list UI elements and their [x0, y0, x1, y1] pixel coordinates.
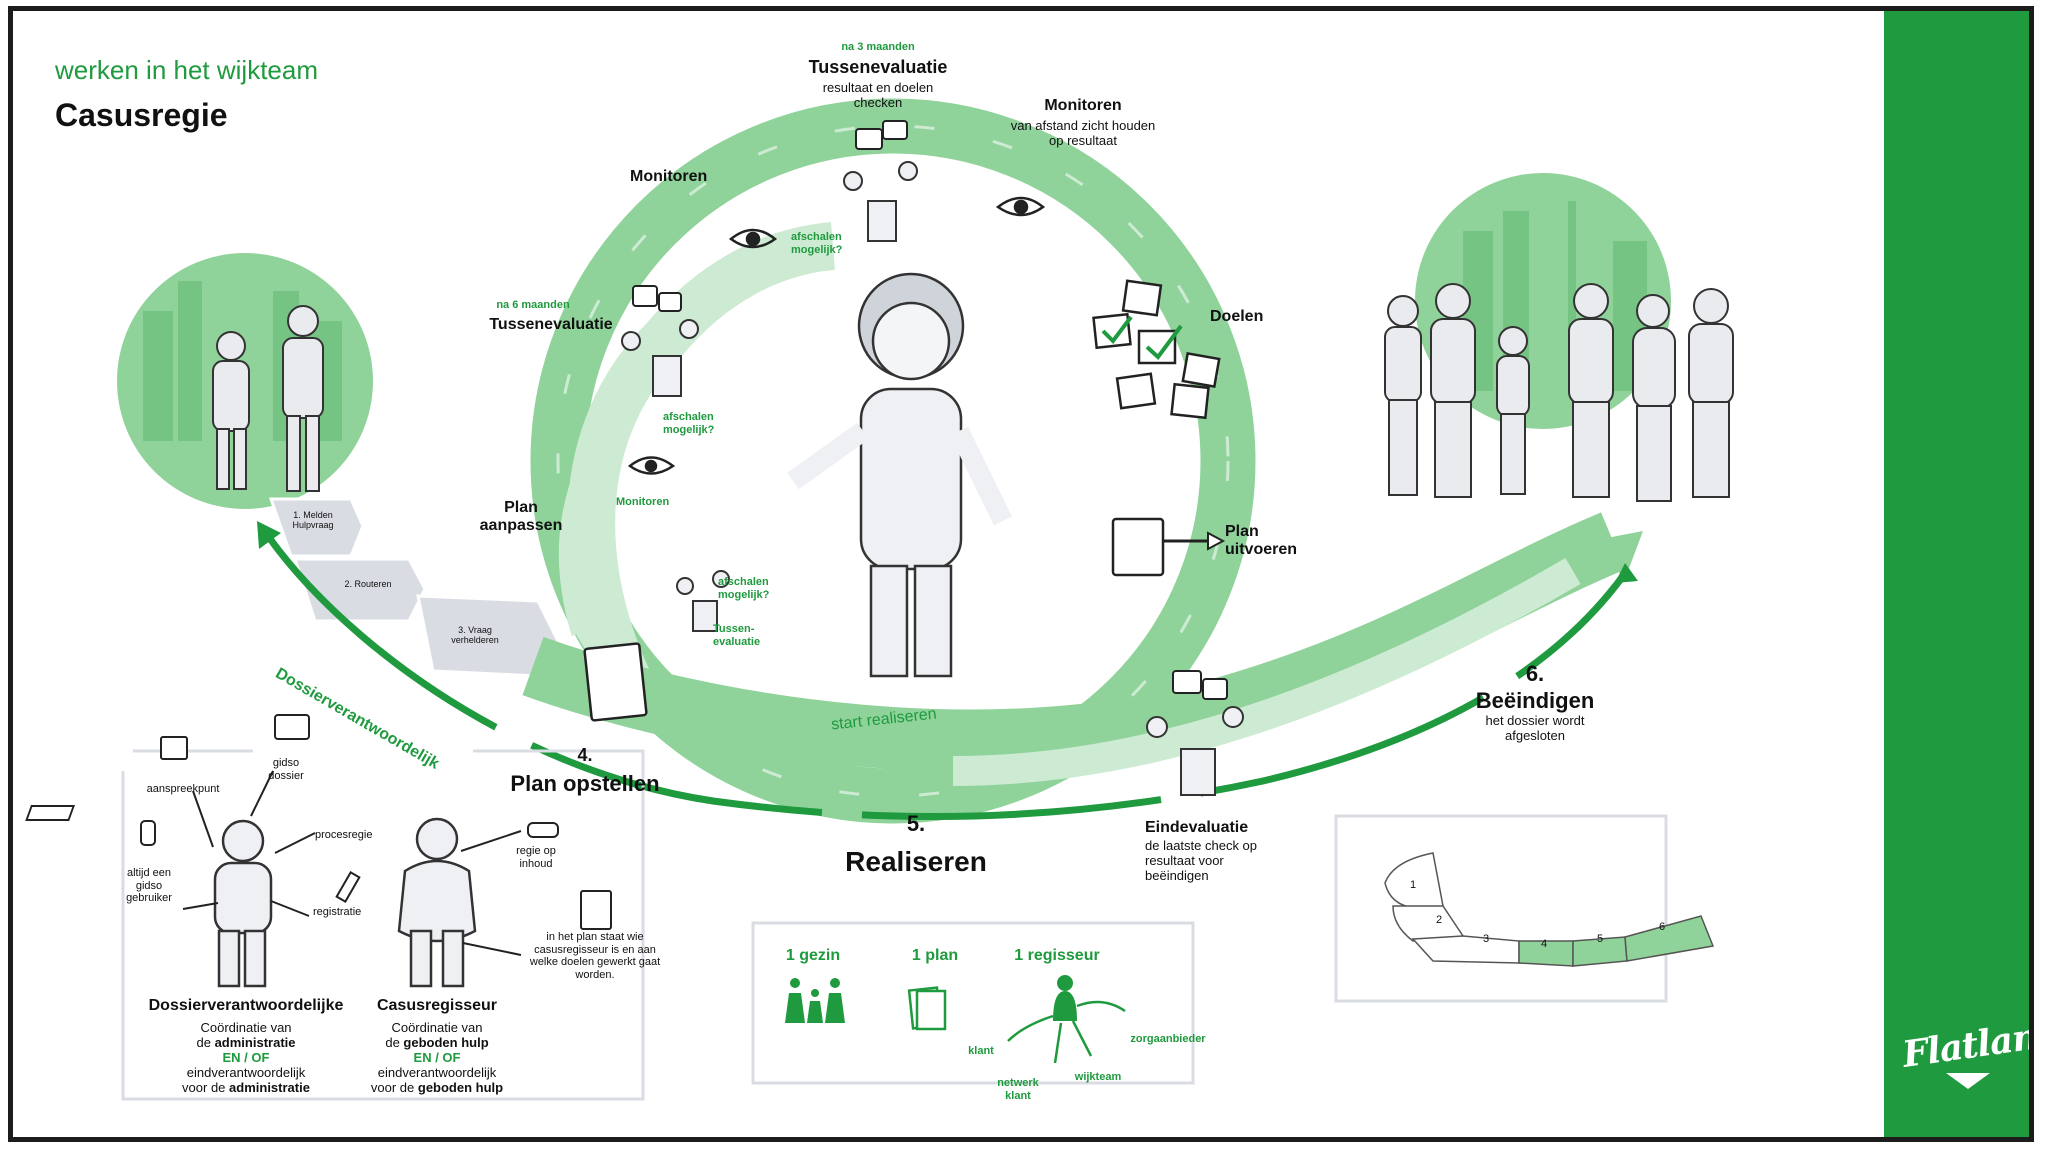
inner-spiral-band — [567, 222, 836, 702]
dv-desc: Coördinatie van de administratie EN / OF… — [182, 1020, 310, 1095]
role-gidso-dossier: gidso dossier — [268, 757, 304, 782]
dossier-timeline-arrow — [265, 533, 1626, 821]
plan-uitvoeren-label: Plan uitvoeren — [1225, 523, 1298, 559]
plan-stack-icon — [907, 986, 947, 1031]
afschalen-label-1: afschalen mogelijk? — [791, 231, 843, 256]
dv-title: Dossierverantwoordelijke — [148, 997, 344, 1014]
phase5-number: 5. — [906, 811, 926, 836]
role-plan-staat: in het plan staat wie casusregisseur is … — [529, 931, 661, 981]
role-people — [213, 817, 477, 988]
phase6-title: Beëindigen — [1475, 688, 1595, 713]
speech-bubble-icons — [632, 120, 1228, 700]
step-2-label: 2. Routeren — [344, 579, 392, 589]
meeting-scene-icons — [621, 161, 1244, 796]
doelen-label: Doelen — [1210, 308, 1264, 325]
ring-texture — [556, 124, 1230, 798]
monitor-right-title: Monitoren — [1044, 97, 1122, 114]
role-aanspreekpunt: aanspreekpunt — [146, 783, 220, 795]
afschalen-label-3: afschalen mogelijk? — [718, 576, 770, 601]
dossier-arrow-head-right — [1615, 563, 1638, 583]
eval3-when: na 3 maanden — [841, 41, 915, 53]
principle-plan: 1 plan — [911, 947, 959, 964]
regisseur-network — [1007, 1000, 1126, 1064]
principle-gezin: 1 gezin — [785, 947, 841, 964]
mini-step-3: 3 — [1483, 933, 1490, 945]
role-registratie: registratie — [313, 906, 362, 918]
goals-checkboxes — [1092, 279, 1221, 420]
plan-aanpassen-arrow-head — [568, 621, 613, 659]
cr-desc: Coördinatie van de geboden hulp EN / OF … — [370, 1020, 504, 1095]
phase4-title: Plan opstellen — [510, 771, 660, 796]
phase6-number: 6. — [1525, 661, 1545, 686]
mini-step-4: 4 — [1541, 938, 1548, 950]
roles-box-outline — [121, 749, 645, 1101]
plan-document-icons — [583, 517, 1165, 722]
eval6-title: Tussenevaluatie — [489, 316, 613, 333]
step-3-label: 3. Vraag verhelderen — [451, 625, 499, 646]
right-group-people — [1384, 283, 1734, 502]
principles-box — [751, 921, 1195, 1085]
role-altijd: altijd een gidso gebruiker — [126, 867, 172, 905]
page-subtitle: werken in het wijkteam — [55, 55, 318, 85]
eval6-when: na 6 maanden — [496, 299, 570, 311]
phase4-number: 4. — [577, 745, 593, 765]
role-arrows — [182, 770, 522, 956]
cr-title: Casusregisseur — [376, 997, 498, 1014]
tussen-inner-label: Tussen- evaluatie — [713, 623, 761, 648]
eval3-title: Tussenevaluatie — [808, 57, 948, 77]
flatland-logo: Flatland — [1899, 1012, 2034, 1076]
green-sidebar: Flatland — [1884, 11, 2029, 1137]
page-title: Casusregie — [55, 97, 228, 133]
goal-check-marks — [1101, 315, 1183, 360]
phase5-title: Realiseren — [845, 846, 987, 877]
eval3-desc: resultaat en doelen checken — [822, 80, 934, 110]
mini-diagram-box — [1334, 814, 1668, 1003]
exit-arrow-head — [1591, 531, 1643, 579]
network-wijkteam: wijkteam — [1074, 1071, 1122, 1083]
infographic-frame: werken in het wijkteam Casusregie na 3 m… — [8, 6, 2034, 1142]
mini-cycle-steps — [1384, 852, 1715, 967]
eye-icons — [627, 196, 1046, 475]
mini-step-6: 6 — [1659, 921, 1666, 933]
role-regie-inhoud: regie op inhoud — [516, 845, 556, 870]
afschalen-label-2: afschalen mogelijk? — [663, 411, 715, 436]
network-klant: klant — [968, 1045, 994, 1057]
diagram-artwork — [25, 98, 1734, 1101]
monitor-inner-label: Monitoren — [616, 496, 670, 508]
network-zorgaanbieder: zorgaanbieder — [1130, 1033, 1206, 1045]
mini-step-5: 5 — [1597, 933, 1604, 945]
phase6-desc: het dossier wordt afgesloten — [1485, 713, 1585, 743]
regisseur-icon — [1053, 991, 1077, 1021]
family-icon — [785, 978, 845, 1023]
step-1-label: 1. Melden Hulpvraag — [292, 510, 334, 531]
flatland-logo-mark — [1946, 1073, 1990, 1089]
center-person — [787, 272, 1012, 678]
plan-aanpassen-label: Plan aanpassen — [479, 499, 563, 535]
mini-step-1: 1 — [1410, 879, 1417, 891]
role-procesregie: procesregie — [315, 829, 373, 841]
monitor-left-title: Monitoren — [630, 168, 708, 185]
eindevaluatie-desc: de laatste check op resultaat voor beëin… — [1145, 838, 1258, 883]
monitor-right-desc: van afstand zicht houden op resultaat — [1010, 118, 1156, 148]
left-people — [212, 305, 324, 492]
network-netwerk-klant: netwerk klant — [997, 1077, 1039, 1102]
principle-regisseur: 1 regisseur — [1014, 947, 1100, 964]
dossier-arrow-head-left — [257, 521, 281, 549]
role-icons — [25, 714, 612, 930]
plan-aanpassen-arrow — [558, 421, 628, 636]
mini-step-2: 2 — [1436, 914, 1443, 926]
eindevaluatie-title: Eindevaluatie — [1145, 819, 1249, 836]
